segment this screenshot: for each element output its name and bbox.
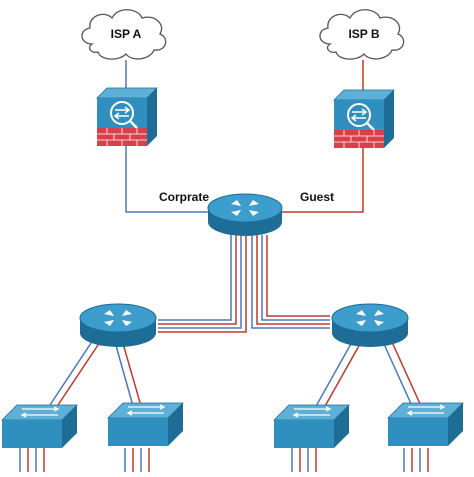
switch-icon bbox=[387, 402, 464, 446]
firewall-b bbox=[333, 89, 395, 148]
router-icon bbox=[79, 303, 157, 347]
firewall-a bbox=[96, 87, 158, 146]
link-core-right-3 bbox=[261, 235, 330, 321]
distribution-router-right bbox=[331, 303, 409, 347]
link-dr-sw3-b bbox=[323, 343, 361, 409]
access-switch-2 bbox=[107, 402, 184, 446]
router-icon bbox=[207, 193, 283, 236]
corporate-label: Corprate bbox=[159, 190, 209, 204]
firewall-icon bbox=[96, 87, 158, 146]
link-corporate bbox=[125, 145, 208, 213]
link-dl-sw1-b bbox=[55, 341, 101, 409]
switch-icon bbox=[273, 404, 350, 448]
cloud-isp-a: ISP A bbox=[81, 9, 167, 60]
link-dr-sw3-a bbox=[314, 341, 353, 409]
cloud-icon bbox=[81, 9, 167, 60]
link-dl-sw1-a bbox=[47, 339, 94, 409]
link-core-left-1 bbox=[158, 235, 232, 321]
distribution-router-left bbox=[79, 303, 157, 347]
router-icon bbox=[331, 303, 409, 347]
access-switch-1 bbox=[1, 404, 78, 448]
switch-drops bbox=[19, 448, 429, 472]
link-dr-sw4-a bbox=[383, 343, 413, 407]
access-switch-3 bbox=[273, 404, 350, 448]
core-router bbox=[207, 193, 283, 236]
switch-icon bbox=[107, 402, 184, 446]
cloud-isp-b: ISP B bbox=[319, 9, 405, 60]
access-switch-4 bbox=[387, 402, 464, 446]
link-core-right-4 bbox=[266, 235, 330, 317]
isp-b-label: ISP B bbox=[348, 27, 379, 41]
isp-a-label: ISP A bbox=[111, 27, 142, 41]
link-core-left-3 bbox=[158, 235, 242, 329]
link-core-right-2 bbox=[256, 235, 330, 325]
link-dl-sw2-b bbox=[121, 339, 142, 407]
cloud-icon bbox=[319, 9, 405, 60]
guest-label: Guest bbox=[300, 190, 334, 204]
firewall-icon bbox=[333, 89, 395, 148]
switch-icon bbox=[1, 404, 78, 448]
link-core-left-4 bbox=[158, 235, 247, 333]
link-dr-sw4-b bbox=[391, 341, 422, 407]
links bbox=[19, 60, 429, 472]
link-core-right-1 bbox=[251, 235, 330, 329]
link-core-left-2 bbox=[158, 235, 237, 325]
link-guest bbox=[282, 147, 364, 213]
link-dl-sw2-a bbox=[114, 341, 134, 407]
